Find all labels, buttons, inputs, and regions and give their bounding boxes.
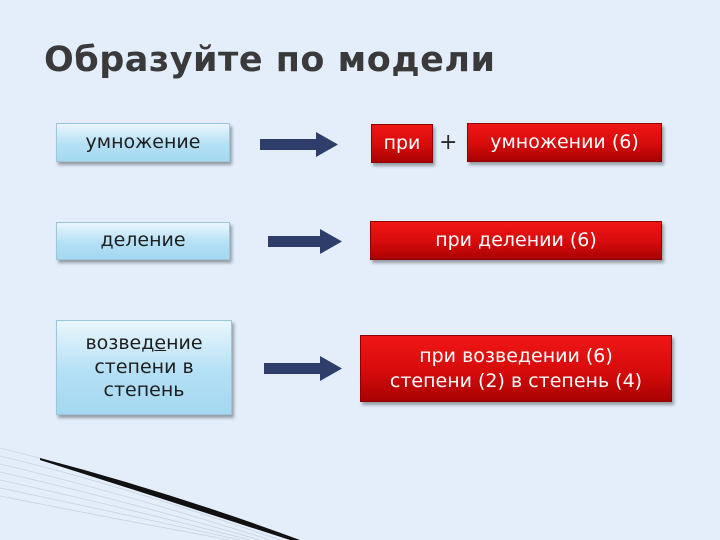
result-main-label: умножении (6): [490, 131, 639, 154]
result-line-2: степени (2) в степень (4): [389, 369, 643, 392]
result-prefix-label: при: [383, 132, 421, 155]
result-box-multiplication: умножении (6): [467, 123, 662, 162]
source-label: умножение: [85, 130, 201, 153]
source-box-exponentiation: возведение степени в степень: [56, 320, 232, 415]
source-box-multiplication: умножение: [56, 123, 230, 162]
result-box-exponentiation: при возведении (6) степени (2) в степень…: [360, 335, 672, 402]
arrow-icon: [264, 356, 342, 381]
stressed-letter: е: [154, 331, 167, 354]
plus-sign: +: [439, 130, 458, 155]
slide-title: Образуйте по модели: [44, 40, 496, 80]
decorative-swoosh: [0, 447, 300, 540]
result-line-1: при возведении (6): [419, 344, 613, 367]
source-line-1: возведение: [85, 331, 203, 354]
source-box-division: деление: [56, 222, 230, 260]
result-box-prefix: при: [371, 124, 433, 163]
source-line-2: степени в: [94, 355, 194, 378]
result-label: при делении (6): [435, 229, 597, 252]
arrow-icon: [260, 132, 338, 157]
source-line-3: степень: [103, 379, 185, 402]
source-label: деление: [100, 229, 186, 252]
arrow-icon: [268, 229, 342, 254]
result-box-division: при делении (6): [370, 221, 662, 260]
